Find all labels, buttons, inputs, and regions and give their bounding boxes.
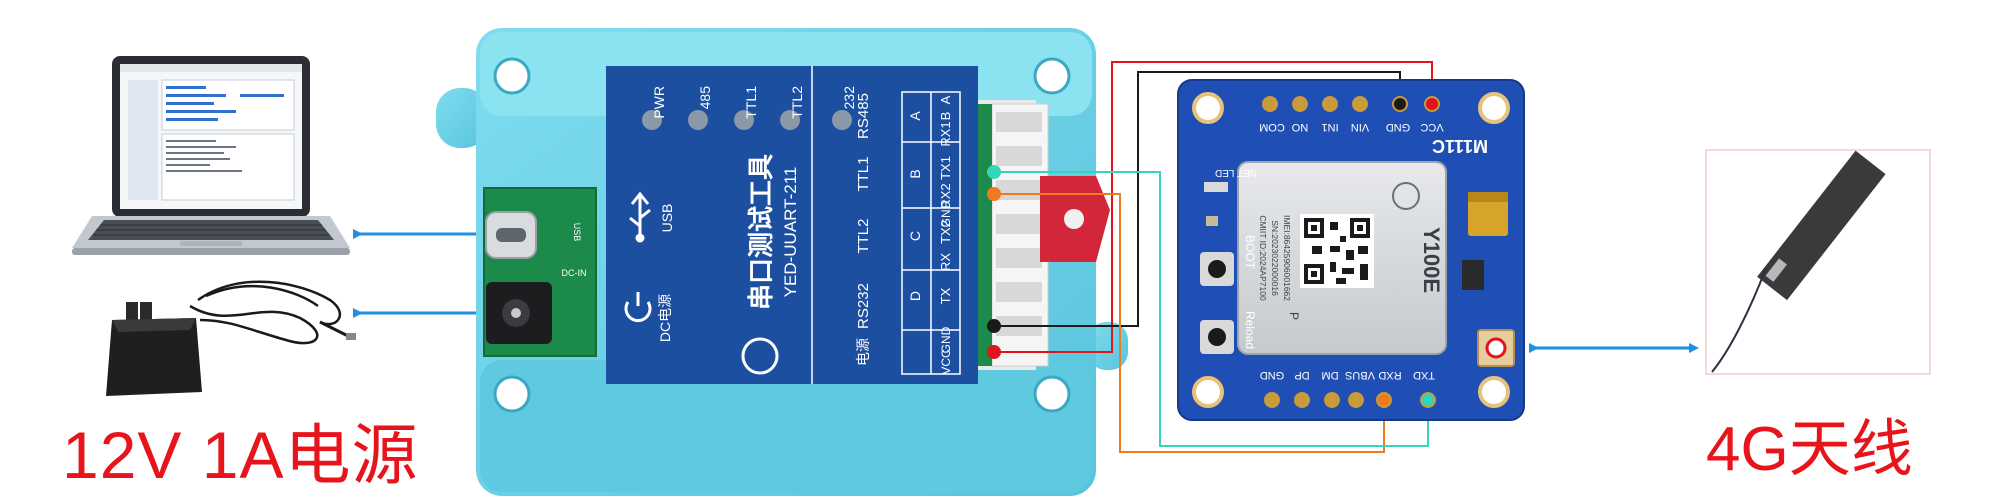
pcb-dc-label: DC-IN [562, 268, 587, 278]
chip-imei: IMEI:86425906001662 [1282, 215, 1292, 301]
module-name: M111C [1432, 136, 1488, 156]
dc-label: DC电源 [657, 294, 673, 342]
reload-label: Reload [1243, 311, 1257, 349]
led-label-pwr: PWR [651, 86, 667, 119]
cell-gnd2: GND [939, 200, 953, 227]
power-caption: 12V 1A电源 [62, 402, 419, 498]
led-label-ttl1: TTL1 [743, 86, 759, 119]
col-ttl2: TTL2 [855, 218, 872, 253]
pin-label-b-txd: TXD [1413, 369, 1435, 381]
brand-name: 串口测试工具 [746, 154, 776, 310]
chip-cmiit: CMIIT ID:2024AP7100 [1258, 215, 1268, 301]
pin-label-b-gnd: GND [1260, 369, 1285, 381]
pcb-usb-label: USB [572, 223, 582, 242]
boot-label: BOOT [1243, 235, 1257, 270]
cell-rs232-rx: RX [938, 253, 953, 271]
pin-label-in1: IN1 [1321, 121, 1338, 133]
led-label-ttl2: TTL2 [789, 86, 805, 119]
chip-name: Y100E [1419, 227, 1444, 293]
cell-rs485-b: B [938, 112, 953, 121]
pin-label-vcc: VCC [1420, 121, 1443, 133]
cell-ttl2-letter: C [907, 231, 923, 241]
pin-label-no: NO [1291, 121, 1308, 133]
pin-label-b-dm: DM [1321, 369, 1338, 381]
laptop [72, 56, 350, 255]
col-rs232: RS232 [855, 283, 872, 329]
antenna-4g [1706, 150, 1930, 374]
power-adapter [106, 282, 356, 396]
col-rs485: RS485 [855, 93, 872, 139]
usb-label: USB [659, 204, 675, 233]
qr-code [1300, 214, 1374, 288]
pin-label-vin: VIN [1351, 121, 1369, 133]
pin-label-b-vbus: VBUS [1345, 369, 1375, 381]
chip-sub: P [1287, 312, 1301, 320]
pin-label-b-dp: DP [1294, 369, 1309, 381]
cell-ttl1-letter: B [907, 169, 923, 178]
led-label-485: 485 [697, 86, 713, 110]
cell-rs485-letter: A [907, 111, 923, 121]
pin-label-com: COM [1259, 121, 1285, 133]
cell-rs485-a: A [938, 95, 953, 104]
col-ttl1: TTL1 [855, 156, 872, 191]
cell-rs232-letter: D [907, 291, 923, 301]
model-number: YED-UUART-211 [781, 167, 800, 298]
net-led-label: NET LED [1215, 167, 1257, 178]
pin-label-gnd: GND [1386, 121, 1411, 133]
power-row-label: 电源 [855, 338, 871, 366]
pin-label-b-rxd: RXD [1378, 369, 1401, 381]
cell-ttl1-rx: RX1 [938, 121, 953, 146]
chip-sn: SN:2023022000016 [1270, 220, 1280, 296]
cell-rs232-tx: TX [938, 287, 953, 304]
cell-gnd: GND [939, 326, 953, 353]
cell-vcc: VCC [939, 349, 953, 375]
cell-ttl1-tx: TX1 [938, 156, 953, 180]
antenna-caption: 4G天线 [1706, 398, 1913, 488]
